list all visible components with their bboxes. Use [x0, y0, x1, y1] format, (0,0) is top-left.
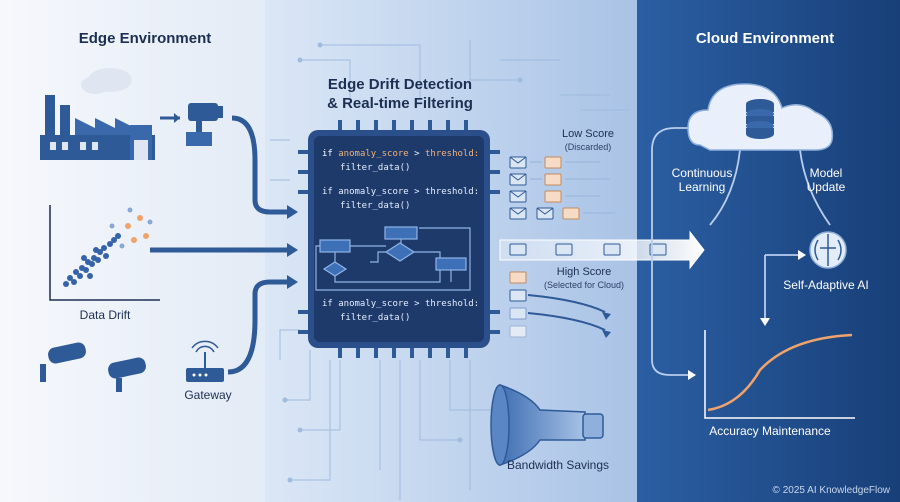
cloud-icon [687, 83, 834, 151]
edge-to-chip-arrows [150, 115, 288, 375]
low-score-note: (Discarded) [564, 142, 612, 152]
high-score-label: High Score [556, 266, 612, 278]
accuracy-chart [704, 330, 855, 419]
filter-chip [298, 120, 500, 358]
camera-icon [186, 103, 223, 146]
code-line-6: filter_data() [340, 313, 411, 323]
data-drift-label: Data Drift [79, 308, 131, 322]
code-if: if [322, 149, 333, 159]
bullet-camera-icon [40, 342, 146, 392]
circuit-traces [270, 40, 630, 500]
main-flow-arrow [499, 230, 705, 270]
factory-icon [40, 68, 155, 160]
data-drift-scatter [49, 205, 160, 301]
gateway-icon [186, 340, 224, 382]
high-score-note: (Selected for Cloud) [543, 280, 625, 290]
code-line-5: if anomaly_score > threshold: [322, 299, 480, 309]
footer-credit: © 2025 AI KnowledgeFlow [772, 485, 890, 496]
low-score-label: Low Score [562, 128, 614, 140]
code-var: anomaly_score [338, 149, 409, 159]
continuous-learning-label: Continuous Learning [671, 166, 733, 194]
discarded-messages [509, 156, 615, 220]
code-threshold: threshold: [424, 149, 480, 159]
edge-environment-title: Edge Environment [78, 30, 212, 47]
code-line-2: filter_data() [340, 163, 411, 173]
high-score-messages [509, 271, 611, 338]
code-op: > [408, 149, 425, 159]
gateway-label: Gateway [184, 388, 232, 402]
model-update-label: Model Update [806, 166, 846, 194]
brain-icon [809, 231, 847, 269]
code-line-3: if anomaly_score > threshold: [322, 187, 480, 197]
cloud-environment-title: Cloud Environment [695, 30, 835, 47]
code-line-4: filter_data() [340, 201, 411, 211]
selected-messages [509, 243, 667, 256]
cloud-flow-lines [651, 127, 831, 376]
code-line-1: if anomaly_score > threshold: [322, 148, 479, 160]
middle-title-line2: & Real-time Filtering [327, 95, 473, 112]
bandwidth-savings-label: Bandwidth Savings [506, 458, 610, 472]
accuracy-maintenance-label: Accuracy Maintenance [709, 424, 831, 438]
middle-title-line1: Edge Drift Detection [327, 76, 473, 93]
self-adaptive-label: Self-Adaptive AI [783, 278, 869, 292]
bandwidth-funnel-icon [490, 383, 604, 467]
